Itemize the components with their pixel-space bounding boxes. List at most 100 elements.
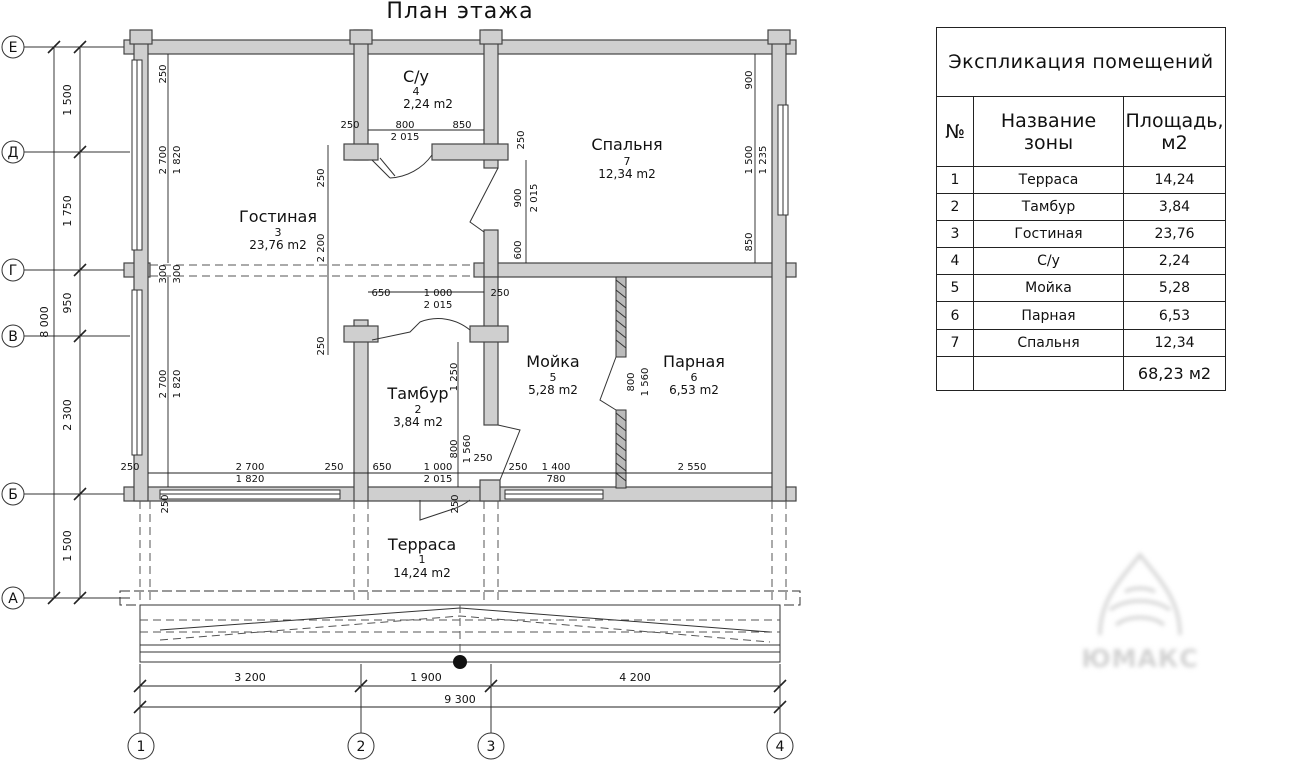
windows: [131, 59, 789, 500]
dim-label: 250: [516, 130, 527, 149]
dashed-lines: [139, 264, 787, 600]
legend-header-name: Название зоны: [973, 96, 1124, 167]
room-area: 12,34 m2: [598, 167, 656, 181]
dim-label: 4 200: [619, 671, 651, 684]
room-vestibule: Тамбур 2 3,84 m2: [386, 384, 448, 429]
room-area: 3,84 m2: [393, 415, 443, 429]
floor-plan-drawing: План этажа Е Д Г В Б А 1 500 1 750 950 2…: [1, 0, 801, 760]
dim-label: 1 750: [61, 195, 74, 227]
room-number: 7: [624, 155, 631, 168]
dim-label: 250: [508, 462, 527, 473]
dim-label: 250: [490, 288, 509, 299]
number-axes: 1 2 3 4: [127, 732, 794, 760]
brand-logo: ЮМАКС: [1081, 552, 1198, 673]
dim-label: 300: [172, 264, 183, 283]
dim-label: 250: [340, 120, 359, 131]
plan-title: План этажа: [386, 0, 533, 24]
dim-label: 250: [473, 453, 492, 464]
dim-label: 250: [158, 64, 169, 83]
room-area: 6,53 m2: [669, 383, 719, 397]
legend-title: Экспликация помещений: [936, 26, 1226, 98]
row-number: 6: [936, 301, 974, 330]
doors: [371, 154, 617, 521]
dim-label: 9 300: [444, 693, 476, 706]
left-dimension-chain: 1 500 1 750 950 2 300 1 500 8 000: [38, 40, 87, 605]
row-area: 2,24: [1123, 247, 1226, 276]
room-number: 1: [419, 553, 426, 566]
axis-label: 3: [487, 739, 496, 755]
table-row: 1 Терраса 14,24: [936, 165, 1226, 194]
axis-label: 4: [776, 739, 785, 755]
total-area: 68,23 м2: [1123, 355, 1226, 392]
dim-label: 2 700: [158, 146, 169, 175]
dim-label: 1 500: [744, 146, 755, 175]
room-sauna: Парная 6 6,53 m2: [663, 352, 725, 397]
room-name: Гостиная: [239, 207, 317, 226]
axis-label: Е: [9, 40, 18, 56]
room-name: Терраса: [387, 535, 456, 554]
bottom-dimension-chain: 3 200 1 900 4 200 9 300: [133, 664, 787, 733]
row-number: 7: [936, 328, 974, 357]
axis-label: 1: [137, 739, 146, 755]
axis-label: Г: [9, 263, 18, 279]
room-area: 23,76 m2: [249, 238, 307, 252]
dim-label: 2 200: [316, 234, 327, 263]
room-terrace: Терраса 1 14,24 m2: [387, 535, 456, 580]
dim-label: 3 200: [234, 671, 266, 684]
axis-label: В: [8, 329, 18, 345]
axis-label: Б: [8, 487, 18, 503]
dim-label: 1 400: [542, 462, 571, 473]
row-area: 12,34: [1123, 328, 1226, 357]
dim-label: 1 820: [236, 474, 265, 485]
row-name: Спальня: [973, 328, 1124, 357]
room-name: Парная: [663, 352, 725, 371]
dim-label: 250: [450, 494, 461, 513]
dim-label: 1 560: [462, 435, 473, 464]
row-number: 4: [936, 247, 974, 276]
legend-header-number: №: [936, 96, 974, 167]
table-row: 7 Спальня 12,34: [936, 328, 1226, 357]
row-name: Гостиная: [973, 220, 1124, 249]
dim-label: 2 700: [158, 370, 169, 399]
row-name: Парная: [973, 301, 1124, 330]
dim-label: 600: [513, 240, 524, 259]
axis-label: 2: [357, 739, 366, 755]
axis-label: Д: [8, 145, 19, 161]
dim-label: 300: [158, 264, 169, 283]
letter-axes: Е Д Г В Б А: [1, 35, 130, 610]
axis-label: А: [8, 591, 18, 607]
total-empty-cell: [936, 355, 974, 392]
dim-label: 780: [546, 474, 565, 485]
room-name: С/у: [403, 67, 429, 86]
dim-label: 800: [449, 439, 460, 458]
row-number: 3: [936, 220, 974, 249]
room-area: 14,24 m2: [393, 566, 451, 580]
dim-label: 250: [316, 336, 327, 355]
table-row: 6 Парная 6,53: [936, 301, 1226, 330]
row-name: Тамбур: [973, 192, 1124, 222]
total-empty-cell: [973, 355, 1124, 392]
dim-label: 1 820: [172, 146, 183, 175]
dim-label: 1 000: [424, 462, 453, 473]
dim-label: 2 700: [236, 462, 265, 473]
room-number: 3: [275, 226, 282, 239]
dim-label: 2 015: [424, 474, 453, 485]
legend-header-area: Площадь, м2: [1123, 96, 1226, 167]
dim-label: 2 015: [529, 184, 540, 213]
dim-label: 250: [120, 462, 139, 473]
table-row: 5 Мойка 5,28: [936, 274, 1226, 303]
dim-label: 250: [324, 462, 343, 473]
table-total-row: 68,23 м2: [936, 355, 1226, 392]
logo-text: ЮМАКС: [1081, 644, 1198, 673]
dim-label: 250: [316, 168, 327, 187]
dim-label: 2 300: [61, 399, 74, 431]
dim-label: 1 900: [410, 671, 442, 684]
walls: [123, 29, 797, 502]
dim-label: 800: [626, 372, 637, 391]
terrace-deck: [119, 590, 801, 669]
dim-label: 1 560: [640, 368, 651, 397]
dim-label: 650: [372, 462, 391, 473]
dim-label: 1 500: [61, 84, 74, 116]
logo-dome-icon: [1098, 552, 1182, 636]
room-number: 4: [413, 85, 420, 98]
